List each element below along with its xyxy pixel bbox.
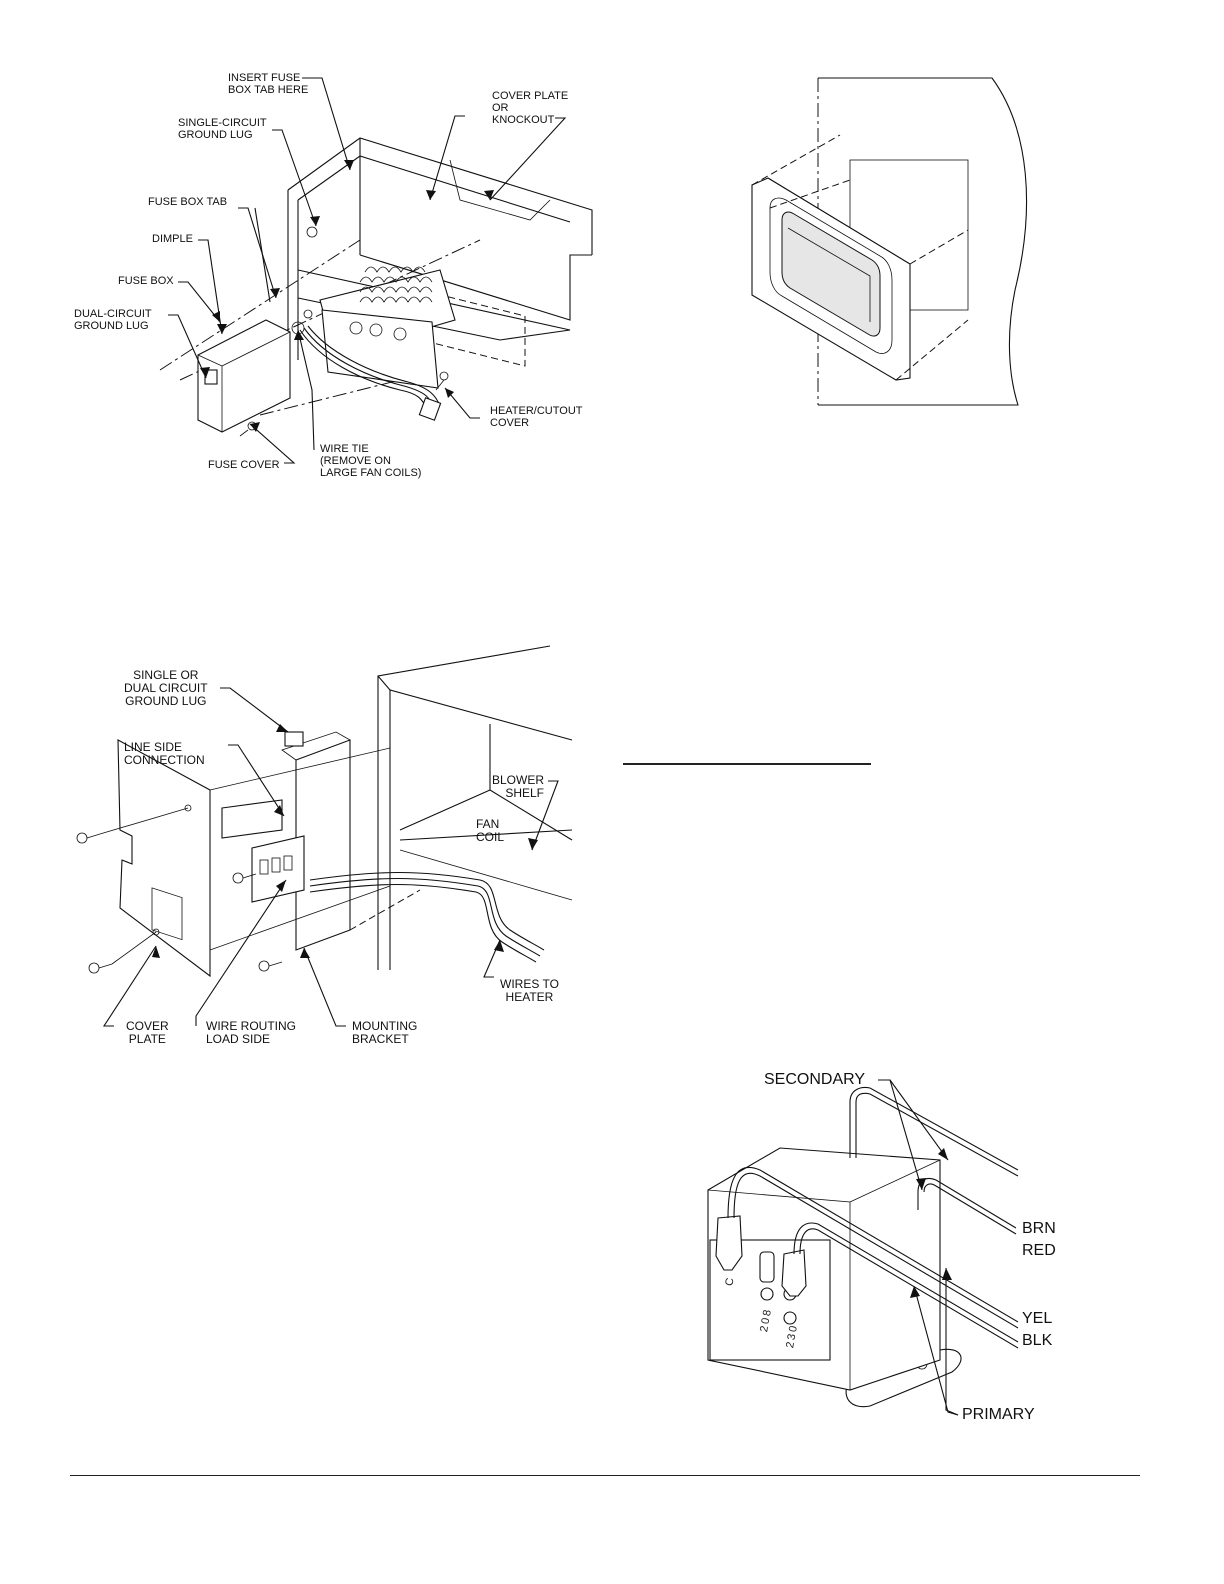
transformer-figure: SECONDARY BRN RED YEL BLK PRIMARY C 208 …: [700, 1060, 1100, 1440]
red-lead-label: RED: [1022, 1242, 1056, 1259]
heater-cutout-cover-label: HEATER/CUTOUT COVER: [490, 405, 583, 429]
single-circuit-ground-lug-label: SINGLE-CIRCUIT GROUND LUG: [178, 117, 267, 141]
blk-lead-label: BLK: [1022, 1332, 1053, 1349]
fuse-box-tab-label: FUSE BOX TAB: [148, 196, 228, 208]
primary-label: PRIMARY: [962, 1406, 1035, 1423]
brn-lead-label: BRN: [1022, 1220, 1056, 1237]
blower-shelf-label: BLOWER SHELF: [492, 773, 545, 800]
mounting-bracket-label: MOUNTING BRACKET: [352, 1019, 418, 1046]
fuse-cover-label: FUSE COVER: [208, 459, 280, 471]
line-side-connection-label: LINE SIDE CONNECTION: [124, 740, 205, 767]
wire-routing-label: WIRE ROUTING LOAD SIDE: [206, 1019, 296, 1046]
fan-coil-label: FAN COIL: [476, 817, 505, 844]
footer-rule: [70, 1475, 1140, 1476]
section-divider: [623, 763, 871, 765]
circuit-breaker-figure: SINGLE OR DUAL CIRCUIT GROUND LUG LINE S…: [60, 640, 600, 1060]
duct-collar-drawing: [751, 77, 1028, 406]
wire-tie-label: WIRE TIE (REMOVE ON LARGE FAN COILS): [320, 443, 422, 479]
dual-circuit-ground-lug-label: DUAL-CIRCUIT GROUND LUG: [74, 308, 152, 332]
cover-plate-label: COVER PLATE: [126, 1019, 169, 1046]
dimple-label: DIMPLE: [152, 233, 193, 245]
yel-lead-label: YEL: [1022, 1310, 1053, 1327]
circuit-breaker-drawing: [76, 645, 573, 1027]
secondary-label: SECONDARY: [764, 1071, 866, 1088]
duct-collar-figure: [730, 60, 1050, 420]
heater-install-figure: INSERT FUSE BOX TAB HERE COVER PLATE OR …: [60, 60, 620, 490]
wires-to-heater-label: WIRES TO HEATER: [500, 977, 559, 1004]
ground-lug-label: SINGLE OR DUAL CIRCUIT GROUND LUG: [124, 668, 208, 708]
heater-install-drawing: [159, 77, 593, 464]
insert-fuse-box-tab-label: INSERT FUSE BOX TAB HERE: [228, 72, 309, 96]
transformer-drawing: [707, 1079, 1019, 1416]
cover-plate-knockout-label: COVER PLATE OR KNOCKOUT: [492, 90, 569, 126]
fuse-box-label: FUSE BOX: [118, 275, 174, 287]
